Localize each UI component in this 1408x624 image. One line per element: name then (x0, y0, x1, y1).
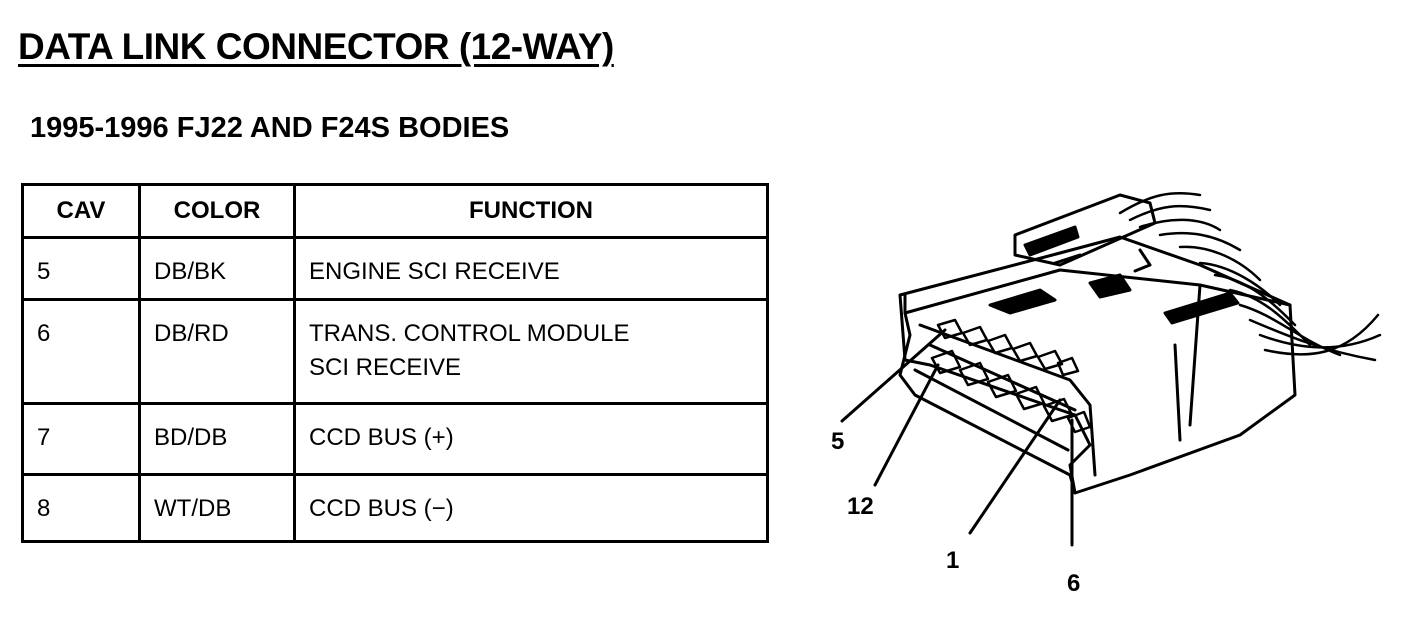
header-color: COLOR (138, 183, 296, 239)
table-row: 7 BD/DB CCD BUS (+) (21, 402, 769, 476)
table-row: 6 DB/RD TRANS. CONTROL MODULE SCI RECEIV… (21, 298, 769, 405)
leader-lines (840, 328, 1074, 547)
table-header-row: CAV COLOR FUNCTION (21, 183, 769, 239)
cell-color: DB/RD (138, 298, 296, 405)
cell-cav: 7 (21, 402, 141, 476)
table-row: 8 WT/DB CCD BUS (−) (21, 473, 769, 543)
leader-1 (968, 398, 1062, 535)
header-cav: CAV (21, 183, 141, 239)
diagram-subtitle: 1995-1996 FJ22 AND F24S BODIES (30, 112, 510, 144)
table-row: 5 DB/BK ENGINE SCI RECEIVE (21, 236, 769, 301)
diagram-title: DATA LINK CONNECTOR (12-WAY) (18, 26, 614, 67)
cell-function: ENGINE SCI RECEIVE (293, 236, 769, 301)
cell-function-line2: SCI RECEIVE (309, 354, 462, 381)
cell-color: DB/BK (138, 236, 296, 301)
connector-body (898, 235, 1297, 495)
rear-housing (1013, 193, 1157, 273)
cell-cav: 6 (21, 298, 141, 405)
header-function: FUNCTION (293, 183, 769, 239)
connector-face (898, 311, 1097, 495)
pin-label-1: 1 (946, 547, 960, 574)
pin-label-12: 12 (847, 493, 874, 520)
cell-cav: 8 (21, 473, 141, 543)
cell-color: BD/DB (138, 402, 296, 476)
cell-color: WT/DB (138, 473, 296, 543)
cell-function: CCD BUS (+) (293, 402, 769, 476)
pinout-table: CAV COLOR FUNCTION 5 DB/BK ENGINE SCI RE… (21, 183, 769, 543)
leader-12 (873, 363, 940, 487)
cell-function: CCD BUS (−) (293, 473, 769, 543)
leader-5 (840, 328, 947, 423)
cell-cav: 5 (21, 236, 141, 301)
cell-function-line1: TRANS. CONTROL MODULE (309, 320, 630, 347)
connector-illustration (840, 191, 1382, 547)
cell-function: TRANS. CONTROL MODULE SCI RECEIVE (293, 298, 769, 405)
wire-bundle (1118, 191, 1382, 362)
pin-label-6: 6 (1067, 570, 1081, 597)
pin-label-5: 5 (831, 428, 845, 455)
